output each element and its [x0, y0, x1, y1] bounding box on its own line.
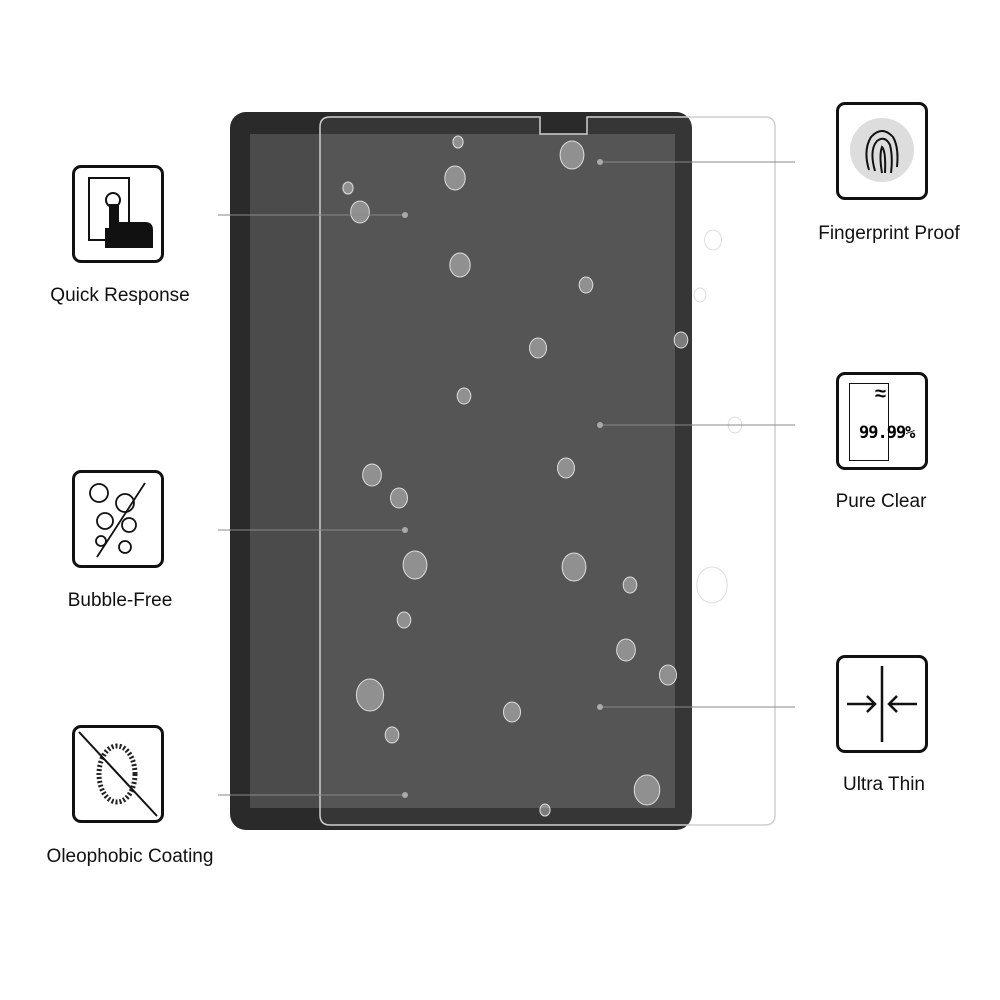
bubble-free-label: Bubble-Free — [67, 590, 173, 611]
water-drop — [456, 387, 472, 405]
water-drop — [362, 463, 382, 487]
water-drop — [578, 276, 594, 294]
water-drop — [704, 229, 722, 251]
water-drop — [503, 701, 521, 723]
bubble-free-icon — [72, 470, 164, 568]
water-drop — [693, 287, 707, 303]
pure-clear-label: Pure Clear — [835, 491, 927, 512]
fingerprint-proof-icon — [836, 102, 928, 200]
water-drop — [384, 726, 400, 744]
water-drop — [452, 135, 464, 149]
water-drop — [539, 803, 551, 817]
water-drop — [529, 337, 547, 359]
tablet-screen — [250, 134, 675, 808]
water-drop — [396, 611, 412, 629]
quick-response-label: Quick Response — [50, 285, 190, 306]
water-drop — [633, 774, 661, 806]
water-drop — [557, 457, 575, 479]
water-drop — [350, 200, 370, 224]
water-drop — [622, 576, 638, 594]
pure-clear-icon: ≈ 99.99% — [836, 372, 928, 470]
water-drop — [390, 487, 408, 509]
water-drop — [342, 181, 354, 195]
water-drop — [559, 140, 585, 170]
callout-lines — [218, 161, 795, 796]
water-drop — [673, 331, 689, 349]
glass-protector — [319, 116, 776, 826]
water-drop — [355, 678, 385, 712]
water-drop — [561, 552, 587, 582]
fingerprint-proof-label: Fingerprint Proof — [818, 223, 960, 244]
ultra-thin-label: Ultra Thin — [842, 774, 925, 795]
oleophobic-icon — [72, 725, 164, 823]
water-drop — [402, 550, 428, 580]
water-drop — [696, 566, 728, 604]
pure-clear-value: 99.99% — [859, 423, 915, 443]
water-drop — [449, 252, 471, 278]
water-drop — [659, 664, 677, 686]
water-drops — [342, 135, 743, 817]
ultra-thin-icon — [836, 655, 928, 753]
water-drop — [444, 165, 466, 191]
quick-response-icon — [72, 165, 164, 263]
water-drop — [616, 638, 636, 662]
oleophobic-label: Oleophobic Coating — [46, 846, 214, 867]
